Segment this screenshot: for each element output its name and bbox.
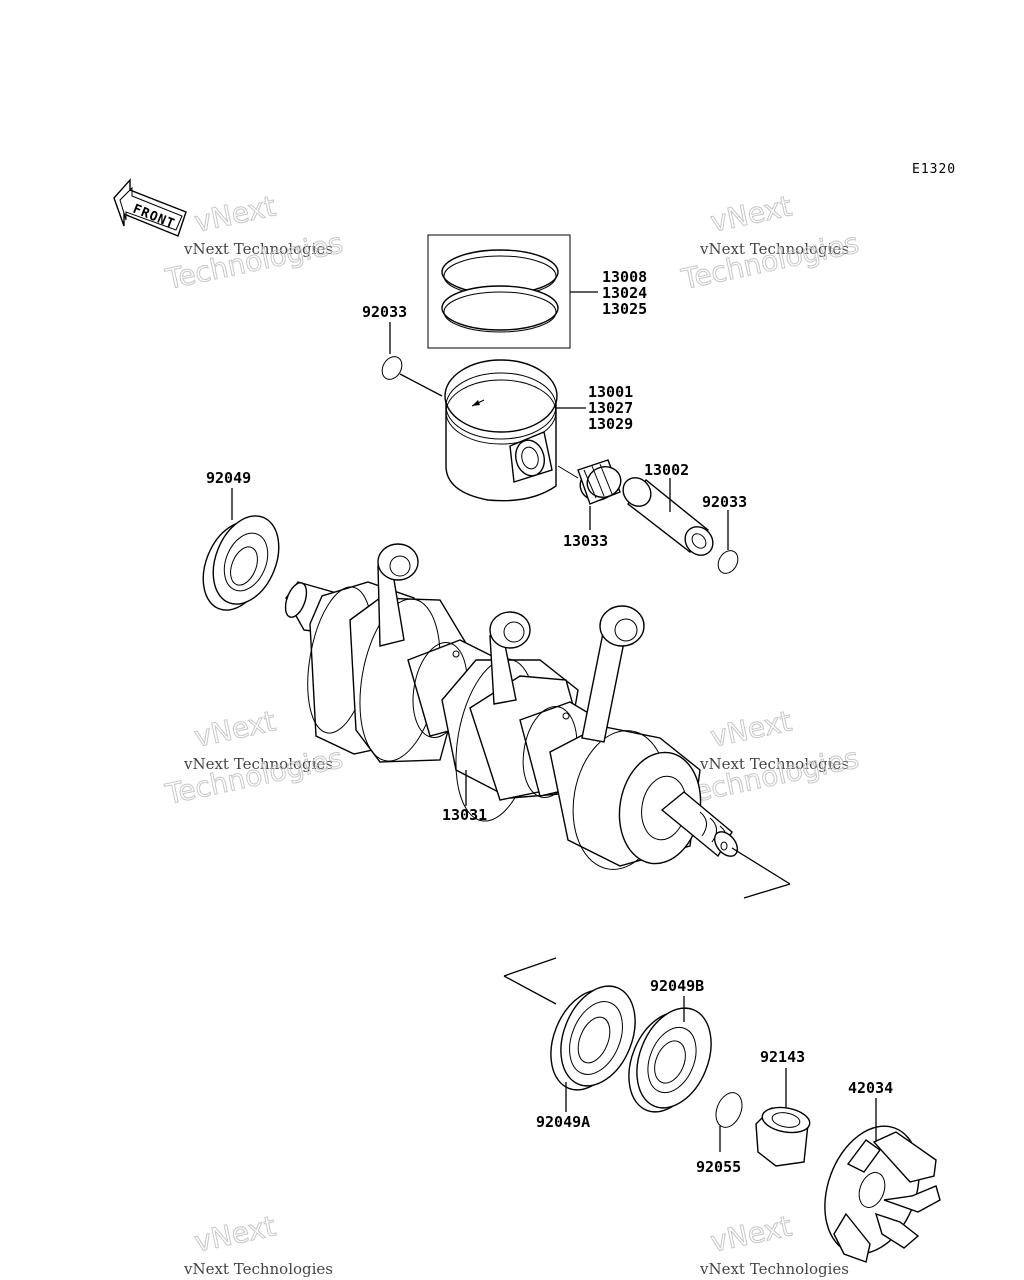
needle-bearing[interactable]	[557, 459, 625, 530]
svg-text:vNext Technologies: vNext Technologies	[183, 240, 333, 258]
oil-seal-left[interactable]	[191, 488, 291, 620]
svg-text:vNext Technologies: vNext Technologies	[699, 1260, 849, 1278]
label-42034: 42034	[848, 1079, 893, 1097]
svg-text:vNext Technologies: vNext Technologies	[183, 755, 333, 773]
o-ring[interactable]	[711, 1089, 747, 1152]
svg-text:vNext: vNext	[708, 189, 795, 238]
front-arrow-icon: FRONT	[113, 178, 187, 237]
label-92143: 92143	[760, 1048, 805, 1066]
label-13002: 13002	[644, 461, 689, 479]
label-92033-top: 92033	[362, 303, 407, 321]
label-13029: 13029	[588, 415, 633, 433]
piston-rings[interactable]	[427, 234, 598, 349]
bearing[interactable]	[615, 996, 725, 1123]
svg-text:vNext: vNext	[192, 189, 279, 238]
collar[interactable]	[755, 1068, 812, 1167]
label-92055: 92055	[696, 1158, 741, 1176]
svg-text:vNext Technologies: vNext Technologies	[699, 755, 849, 773]
label-92033-right: 92033	[702, 493, 747, 511]
svg-text:vNext Technologies: vNext Technologies	[699, 240, 849, 258]
svg-text:vNext: vNext	[708, 1209, 795, 1258]
label-92049: 92049	[206, 469, 251, 487]
svg-text:Technologies: Technologies	[162, 741, 346, 811]
piston[interactable]	[444, 359, 586, 502]
svg-text:Technologies: Technologies	[678, 226, 862, 296]
label-13001: 13001	[588, 383, 633, 401]
svg-text:Technologies: Technologies	[678, 741, 862, 811]
label-13008: 13008	[602, 268, 647, 286]
circlip-right[interactable]	[714, 510, 742, 577]
circlip-left[interactable]	[378, 322, 443, 397]
svg-text:vNext: vNext	[192, 704, 279, 753]
crankshaft[interactable]	[281, 543, 791, 899]
svg-text:vNext: vNext	[708, 704, 795, 753]
oil-seal-lower[interactable]	[537, 975, 649, 1112]
svg-text:vNext: vNext	[192, 1209, 279, 1258]
label-92049A: 92049A	[536, 1113, 590, 1131]
svg-text:vNext Technologies: vNext Technologies	[183, 1260, 333, 1278]
label-13027: 13027	[588, 399, 633, 417]
label-13033: 13033	[563, 532, 608, 550]
label-13025: 13025	[602, 300, 647, 318]
diagram-code: E1320	[912, 162, 956, 177]
part-labels: 13008 13024 13025 92033 13001 13027 1302…	[206, 268, 893, 1176]
coupling[interactable]	[808, 1098, 941, 1267]
label-13024: 13024	[602, 284, 647, 302]
piston-pin[interactable]	[617, 472, 718, 561]
svg-text:Technologies: Technologies	[162, 226, 346, 296]
label-13031: 13031	[442, 806, 487, 824]
label-92049B: 92049B	[650, 977, 704, 995]
